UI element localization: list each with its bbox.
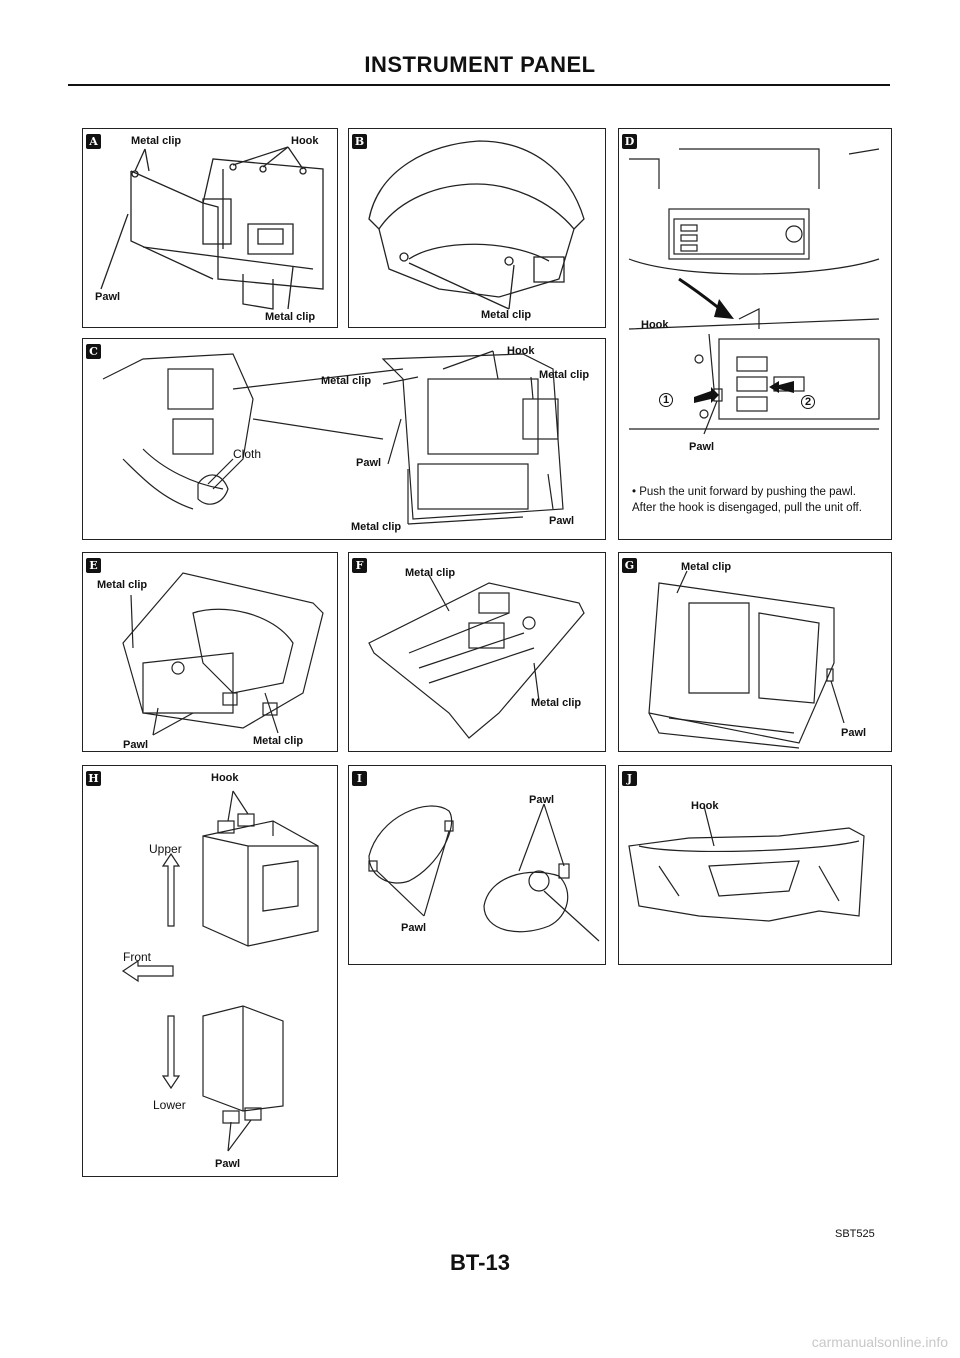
label-hook: Hook [641,319,669,331]
label-hook: Hook [211,772,239,784]
panel-badge: B [352,134,367,149]
panel-c: C Hook Metal clip Metal clip Cloth Pawl … [82,338,606,540]
panel-c-illustration [102,350,564,525]
label-cloth: Cloth [233,447,262,461]
label-metal-clip: Metal clip [97,579,148,591]
label-hook: Hook [291,135,319,147]
label-metal-clip: Metal clip [539,369,590,381]
panel-a-illustration [100,146,324,310]
panel-badge: E [86,558,101,573]
watermark: carmanualsonline.info [811,1334,948,1350]
label-upper: Upper [149,842,182,856]
label-pawl: Pawl [549,515,575,527]
label-metal-clip: Metal clip [321,375,372,387]
panel-i-illustration [368,803,600,942]
panel-b-illustration [368,140,585,310]
panel-g: G Metal clip Pawl [618,552,892,752]
panel-a: A Metal clip Hook Pawl Metal clip [82,128,338,328]
label-pawl: Pawl [841,727,867,739]
panel-g-illustration [648,570,845,749]
label-metal-clip: Metal clip [531,697,582,709]
panel-h-illustration [121,790,319,1152]
panel-i: I Pawl Pawl [348,765,606,965]
label-pawl: Pawl [215,1158,241,1170]
label-pawl: Pawl [123,739,149,751]
figure-reference: SBT525 [835,1228,875,1240]
label-metal-clip: Metal clip [481,309,532,321]
panel-h: H Hook Upper Front Lower Pawl [82,765,338,1177]
panel-f: F Metal clip Metal clip [348,552,606,752]
label-front: Front [123,950,152,964]
panel-b: B Metal clip [348,128,606,328]
page-title: INSTRUMENT PANEL [364,52,596,77]
panel-badge: G [622,558,637,573]
label-lower: Lower [153,1098,186,1112]
panel-badge: C [86,344,101,359]
label-metal-clip: Metal clip [681,561,732,573]
label-pawl: Pawl [401,922,427,934]
panel-badge: A [86,134,101,149]
header-rule [68,84,890,86]
label-metal-clip: Metal clip [265,311,316,323]
label-hook: Hook [507,345,535,357]
label-hook: Hook [691,800,719,812]
label-metal-clip: Metal clip [131,135,182,147]
panel-d-illustration [628,148,880,435]
label-metal-clip: Metal clip [405,567,456,579]
page-number: BT-13 [450,1250,510,1275]
panel-e-illustration [122,572,324,736]
panel-j: J Hook [618,765,892,965]
label-pawl: Pawl [95,291,121,303]
panel-e: E Metal clip Pawl Metal clip [82,552,338,752]
removal-note: • Push the unit forward by pushing the p… [632,486,862,514]
panel-badge: D [622,134,637,149]
step-2-marker: 2 [801,395,815,409]
label-metal-clip: Metal clip [253,735,304,747]
label-metal-clip: Metal clip [351,521,402,533]
label-pawl: Pawl [529,794,555,806]
panel-j-illustration [628,805,865,922]
step-1-marker: 1 [659,393,673,407]
panel-d: D Hook Pawl 1 2 [618,128,892,540]
panel-badge: I [352,771,367,786]
label-pawl: Pawl [356,457,382,469]
panel-badge: F [352,558,367,573]
label-pawl: Pawl [689,441,715,453]
panel-badge: J [622,771,637,786]
panel-badge: H [86,771,101,786]
panel-f-illustration [368,574,585,739]
